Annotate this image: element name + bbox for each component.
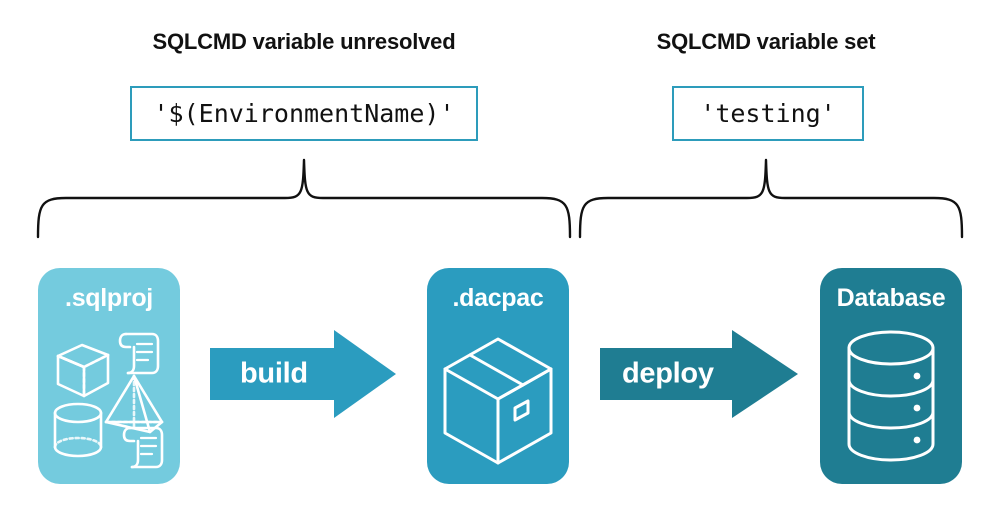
package-box-icon: [443, 337, 553, 465]
annotation-heading-right: SQLCMD variable set: [656, 29, 876, 54]
pyramid-icon: [104, 374, 164, 434]
arrow-label-deploy: deploy: [622, 357, 714, 390]
stage-label-sqlproj: .sqlproj: [65, 284, 153, 312]
annotation-value-left: '$(EnvironmentName)': [153, 99, 455, 128]
stage-box-database: Database: [820, 268, 962, 484]
cube-icon: [56, 343, 110, 398]
brace-right-icon: [578, 158, 964, 239]
arrow-label-build: build: [240, 357, 308, 390]
scroll-icon: [118, 332, 160, 375]
dacpac-artwork: [443, 337, 553, 465]
annotation-heading-left: SQLCMD variable unresolved: [152, 29, 456, 54]
annotation-value-box-right: 'testing': [672, 86, 864, 141]
database-artwork: [847, 330, 935, 462]
arrow-deploy: deploy: [600, 330, 798, 418]
deploy-arrow-icon: [600, 330, 798, 418]
stage-label-dacpac: .dacpac: [452, 284, 544, 312]
database-cylinder-icon: [847, 330, 935, 462]
build-arrow-icon: [210, 330, 396, 418]
stage-label-database: Database: [836, 284, 946, 312]
arrow-build: build: [210, 330, 396, 418]
stage-box-dacpac: .dacpac: [427, 268, 569, 484]
brace-left-icon: [36, 158, 572, 239]
stage-box-sqlproj: .sqlproj: [38, 268, 180, 484]
sqlproj-artwork: [53, 332, 164, 469]
annotation-value-box-left: '$(EnvironmentName)': [130, 86, 478, 141]
scroll-icon: [122, 426, 164, 469]
cylinder-icon: [53, 402, 103, 458]
annotation-value-right: 'testing': [700, 99, 836, 128]
